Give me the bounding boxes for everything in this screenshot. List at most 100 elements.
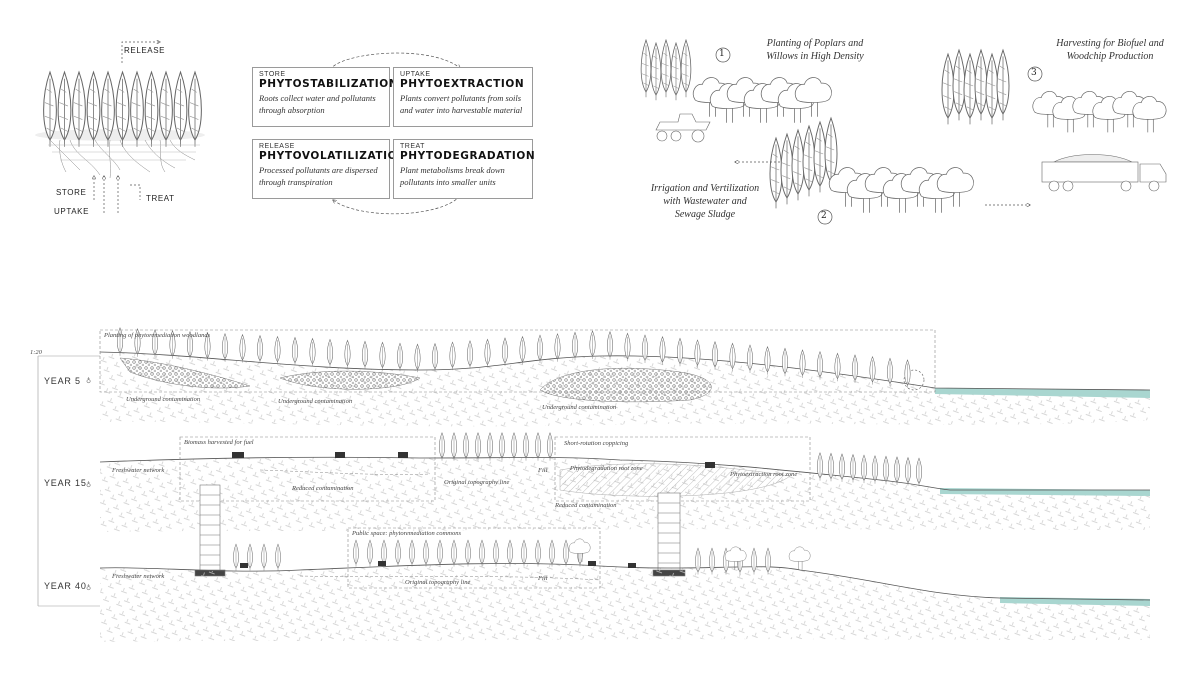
card-title: PHYTOVOLATILIZATION <box>259 150 383 162</box>
poplar-tree-icon <box>916 458 921 486</box>
note-original-15: Original topography line <box>444 479 509 486</box>
poplar-tree-icon <box>572 332 577 360</box>
card-phytostabilization: STORE PHYTOSTABILIZATION Roots collect w… <box>252 67 390 127</box>
store-label: STORE <box>56 188 86 197</box>
poplar-tree-icon <box>247 544 252 570</box>
card-phytodegradation: TREAT PHYTODEGRADATION Plant metabolisms… <box>393 139 533 199</box>
poplar-tree-icon <box>523 433 528 461</box>
willow-tree-icon <box>789 547 810 570</box>
poplar-tree-icon <box>353 540 358 566</box>
poplar-tree-icon <box>380 342 385 370</box>
poplar-tree-icon <box>590 331 595 359</box>
poplar-tree-icon <box>439 433 444 461</box>
year-15-label: YEAR 15 <box>44 478 87 488</box>
willow-tree-icon <box>937 167 973 206</box>
card-tag: RELEASE <box>259 143 383 150</box>
poplar-tree-icon <box>327 339 332 367</box>
note-fill-40: Fill <box>538 575 547 582</box>
note-degradation-zone: Phytodegradation root zone <box>570 465 643 472</box>
svg-text:♁: ♁ <box>86 584 91 592</box>
poplar-tree-icon <box>964 54 976 124</box>
poplar-tree-icon <box>423 540 428 566</box>
svg-text:♁: ♁ <box>86 481 91 489</box>
poplar-tree-icon <box>549 540 554 566</box>
poplar-tree-icon <box>942 54 954 124</box>
poplar-tree-icon <box>409 540 414 566</box>
poplar-tree-icon <box>451 433 456 461</box>
poplar-tree-icon <box>537 335 542 363</box>
note-reduced-1: Reduced contamination <box>292 485 354 492</box>
card-title: PHYTOSTABILIZATION <box>259 78 383 90</box>
note-coppicing: Short-rotation coppicing <box>564 440 628 447</box>
step-caption-line: Woodchip Production <box>1040 50 1180 63</box>
poplar-tree-icon <box>275 544 280 570</box>
poplar-tree-icon <box>395 540 400 566</box>
poplar-tree-icon <box>792 130 804 200</box>
poplar-tree-icon <box>233 544 238 570</box>
poplar-tree-icon <box>535 540 540 566</box>
poplar-tree-icon <box>261 544 266 570</box>
poplar-tree-icon <box>997 50 1009 120</box>
step-caption-2: Irrigation and Vertilization with Wastew… <box>640 182 770 221</box>
note-freshwater-15: Freshwater network <box>112 467 164 474</box>
card-phytovolatilization: RELEASE PHYTOVOLATILIZATION Processed po… <box>252 139 390 199</box>
note-underground-2: Underground contamination <box>278 398 352 405</box>
step-number-2: 2 <box>821 211 827 221</box>
poplar-tree-icon <box>502 338 507 366</box>
card-desc-line1: Plant metabolisms break down <box>400 164 526 176</box>
step-caption-line: with Wastewater and <box>640 195 770 208</box>
poplar-tree-icon <box>479 540 484 566</box>
poplar-tree-icon <box>493 540 498 566</box>
poplar-tree-icon <box>507 540 512 566</box>
poplar-tree-icon <box>555 334 560 362</box>
poplar-tree-icon <box>257 336 262 364</box>
poplar-tree-icon <box>437 540 442 566</box>
poplar-tree-icon <box>781 134 793 204</box>
card-desc-line1: Roots collect water and pollutants <box>259 92 383 104</box>
poplar-tree-icon <box>681 40 691 97</box>
poplar-tree-icon <box>367 540 372 566</box>
poplar-tree-icon <box>535 433 540 461</box>
poplar-tree-icon <box>451 540 456 566</box>
step-number-3: 3 <box>1031 68 1037 78</box>
scale-label: 1:20 <box>30 349 42 356</box>
poplar-tree-icon <box>563 540 568 566</box>
poplar-tree-icon <box>511 433 516 461</box>
poplar-tree-icon <box>953 50 965 120</box>
card-desc-line1: Processed pollutants are dispersed <box>259 164 383 176</box>
poplar-tree-icon <box>465 540 470 566</box>
poplar-tree-icon <box>641 40 651 97</box>
note-underground-1: Underground contamination <box>126 396 200 403</box>
poplar-tree-icon <box>520 337 525 365</box>
poplar-tree-icon <box>475 433 480 461</box>
poplar-tree-icon <box>986 54 998 124</box>
svg-text:♁: ♁ <box>86 377 91 385</box>
step-caption-line: Willows in High Density <box>745 50 885 63</box>
poplar-tree-icon <box>415 344 420 372</box>
poplar-tree-icon <box>661 40 671 97</box>
poplar-tree-icon <box>487 433 492 461</box>
card-title: PHYTOEXTRACTION <box>400 78 526 90</box>
step-caption-line: Sewage Sludge <box>640 208 770 221</box>
poplar-tree-icon <box>467 341 472 369</box>
card-desc-line1: Plants convert pollutants from soils <box>400 92 526 104</box>
poplar-tree-icon <box>547 433 552 461</box>
poplar-tree-icon <box>521 540 526 566</box>
note-public-space: Public space: phytoremediation commons <box>352 530 461 537</box>
card-desc-line2: through absorption <box>259 104 383 116</box>
poplar-tree-icon <box>397 343 402 371</box>
note-planting: Planting of phytoremediation woodlands <box>104 332 210 339</box>
note-biomass: Biomass harvested for fuel <box>184 439 254 446</box>
card-desc-line2: through transpiration <box>259 176 383 188</box>
card-tag: TREAT <box>400 143 526 150</box>
poplar-tree-icon <box>671 43 681 100</box>
step-number-1: 1 <box>719 49 725 59</box>
step-caption-line: Irrigation and Vertilization <box>640 182 770 195</box>
poplar-tree-icon <box>803 126 815 196</box>
uptake-label: UPTAKE <box>54 207 89 216</box>
card-tag: UPTAKE <box>400 71 526 78</box>
poplar-tree-icon <box>814 122 826 192</box>
note-fill-15: Fill <box>538 467 547 474</box>
poplar-tree-icon <box>463 433 468 461</box>
